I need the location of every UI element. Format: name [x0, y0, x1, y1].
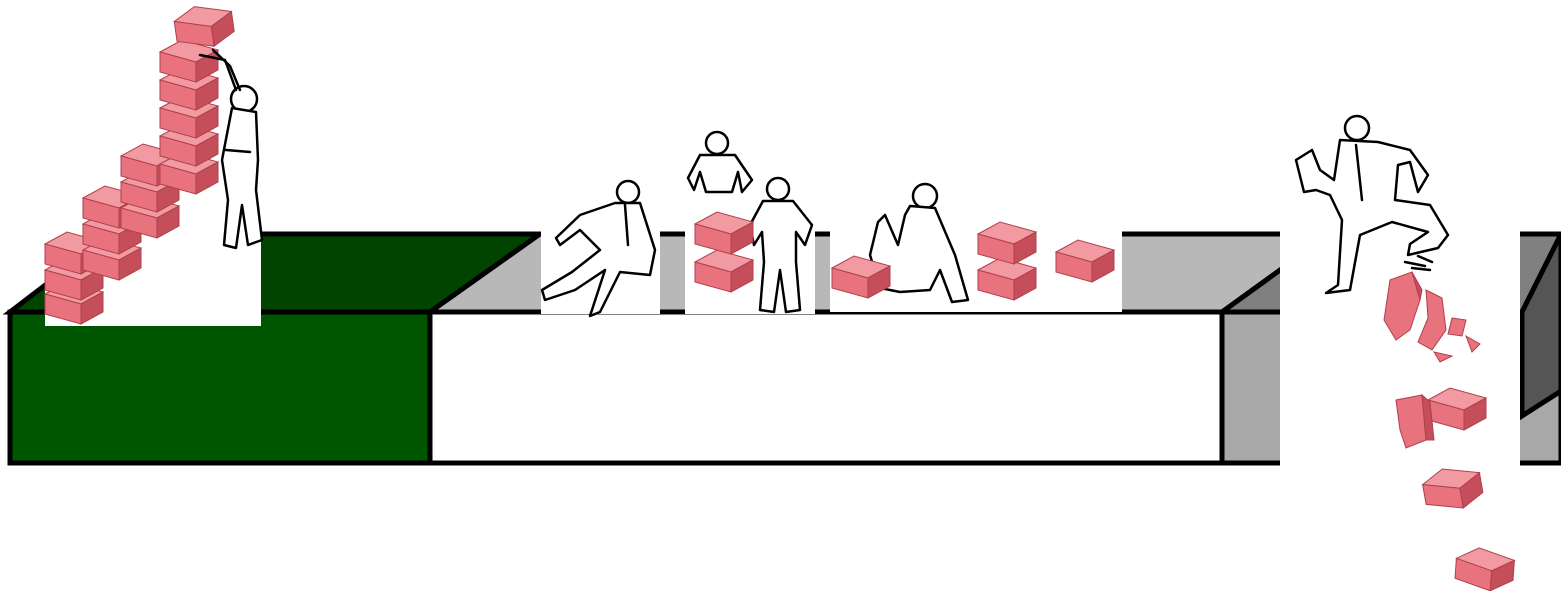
- stage-resting: [541, 130, 1122, 316]
- middle-segment-front: [430, 312, 1222, 463]
- stage-breaking: [1280, 115, 1520, 591]
- green-segment-front: [10, 312, 430, 463]
- stage-building: [45, 2, 262, 326]
